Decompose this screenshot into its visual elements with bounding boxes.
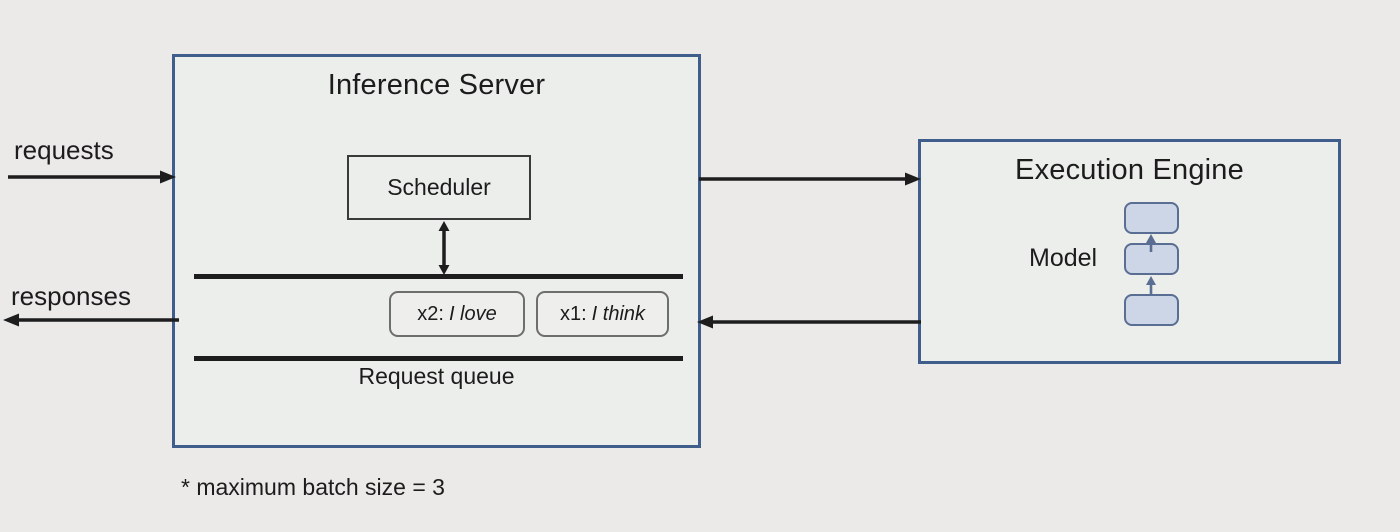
model-layer-arrow-up-icon bbox=[1146, 276, 1156, 294]
engine-to-server-arrow-icon bbox=[697, 315, 921, 329]
queue-item-count: x1: bbox=[559, 302, 587, 325]
request-queue-label: Request queue bbox=[358, 363, 515, 389]
scheduler-queue-arrow-icon bbox=[438, 221, 450, 275]
inference-server-title: Inference Server bbox=[327, 69, 546, 101]
inference-server-box: Inference Server Scheduler x2: I love x1… bbox=[172, 54, 701, 448]
model-layer-arrow-up-icon bbox=[1146, 234, 1156, 252]
queue-item[interactable]: x1: I think bbox=[536, 291, 669, 337]
scheduler-label: Scheduler bbox=[387, 174, 491, 200]
responses-label: responses bbox=[11, 281, 131, 311]
scheduler-box: Scheduler bbox=[347, 155, 531, 220]
queue-item-count: x2: bbox=[417, 302, 444, 325]
queue-item[interactable]: x2: I love bbox=[389, 291, 525, 337]
queue-rail-bottom bbox=[194, 356, 683, 361]
footnote-text: * maximum batch size = 3 bbox=[181, 474, 445, 500]
model-layer-cell bbox=[1124, 294, 1179, 326]
server-to-engine-arrow-icon bbox=[699, 172, 921, 186]
queue-item-text: I love bbox=[448, 302, 497, 325]
model-label: Model bbox=[1029, 244, 1098, 272]
queue-rail-top bbox=[194, 274, 683, 279]
responses-arrow-left-icon bbox=[3, 313, 179, 327]
requests-arrow-right-icon bbox=[8, 170, 176, 184]
queue-item-text: I think bbox=[591, 302, 646, 325]
requests-label: requests bbox=[14, 135, 114, 165]
model-layer-cell bbox=[1124, 202, 1179, 234]
execution-engine-title: Execution Engine bbox=[1015, 154, 1244, 186]
